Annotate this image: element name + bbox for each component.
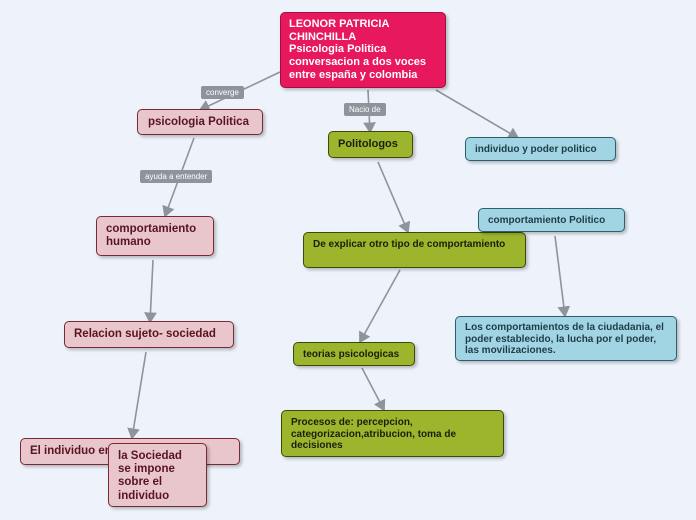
link-politico-ciudadania — [554, 235, 571, 318]
root-node-text: LEONOR PATRICIA CHINCHILLA Psicologia Po… — [289, 18, 426, 81]
link-politologos-explicar — [377, 161, 411, 234]
link-relacion-individuo — [127, 351, 147, 440]
link-comportamiento-relacion — [144, 259, 157, 324]
node-text: psicologia Politica — [148, 116, 249, 128]
link-root-individuo-poder — [435, 89, 520, 139]
node-text: comportamiento Politico — [488, 215, 606, 226]
root-node[interactable]: LEONOR PATRICIA CHINCHILLA Psicologia Po… — [280, 12, 446, 88]
node-text: Los comportamientos de la ciudadania, el… — [465, 322, 664, 356]
node-individuo-poder[interactable]: individuo y poder politico — [465, 137, 616, 161]
node-sociedad-impone[interactable]: la Sociedad se impone sobre el individuo — [108, 443, 207, 507]
node-politologos[interactable]: Politologos — [328, 131, 413, 158]
node-teorias-psicologicas[interactable]: teorias psicologicas — [293, 342, 415, 366]
node-text: individuo y poder politico — [475, 144, 597, 155]
node-comportamientos-ciudadania[interactable]: Los comportamientos de la ciudadania, el… — [455, 316, 677, 361]
node-comportamiento-humano[interactable]: comportamiento humano — [96, 216, 214, 256]
link-label-converge: converge — [201, 86, 244, 99]
node-text: Procesos de: percepcion, categorizacion,… — [291, 417, 457, 451]
link-label-nacio-de: Nacio de — [344, 103, 386, 116]
node-text: Politologos — [338, 138, 398, 150]
link-explicar-teorias — [359, 269, 401, 344]
node-comportamiento-politico[interactable]: comportamiento Politico — [478, 208, 625, 232]
node-text: De explicar otro tipo de comportamiento — [313, 239, 506, 250]
node-text: comportamiento humano — [106, 223, 197, 249]
node-explicar-comportamiento[interactable]: De explicar otro tipo de comportamiento — [303, 232, 526, 268]
node-relacion-sujeto-sociedad[interactable]: Relacion sujeto- sociedad — [64, 321, 234, 348]
link-label-ayuda-entender: ayuda a entender — [140, 170, 213, 183]
node-procesos[interactable]: Procesos de: percepcion, categorizacion,… — [281, 410, 504, 457]
node-psicologia-politica[interactable]: psicologia Politica — [137, 109, 263, 135]
node-text: Relacion sujeto- sociedad — [74, 328, 216, 340]
link-teorias-procesos — [361, 367, 386, 412]
node-text: la Sociedad se impone sobre el individuo — [118, 450, 182, 502]
node-text: teorias psicologicas — [303, 349, 400, 360]
